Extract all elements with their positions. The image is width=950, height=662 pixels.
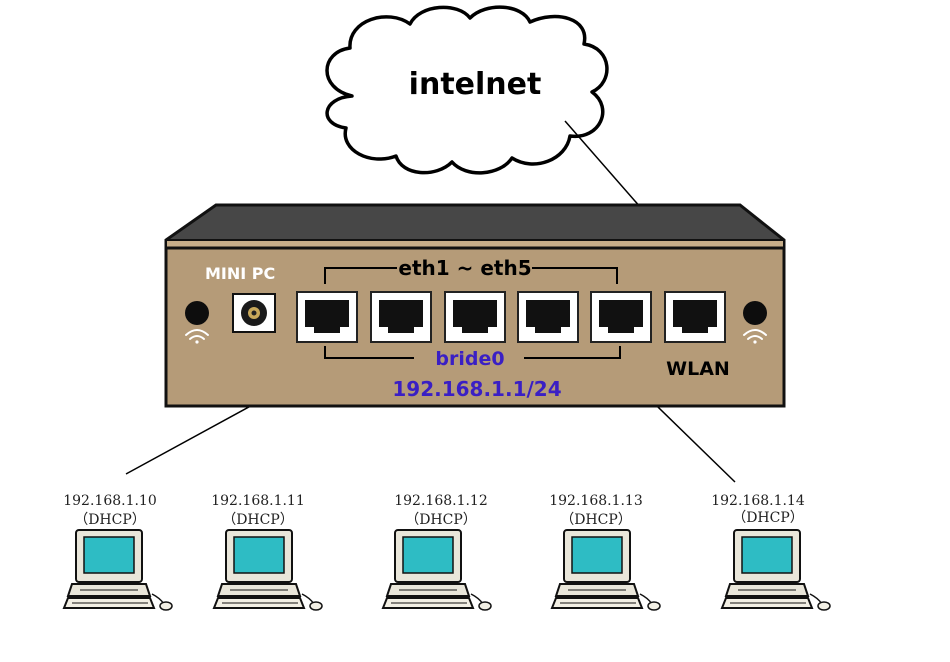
computer-icon xyxy=(381,529,492,611)
wan-label: WLAN xyxy=(666,358,730,380)
client-pc-5: 192.168.1.14 （DHCP） xyxy=(711,493,831,611)
wifi-icon xyxy=(185,329,209,344)
port-eth2 xyxy=(370,291,432,343)
bridge-label: bride0 xyxy=(435,348,504,370)
bridge-bracket xyxy=(324,346,621,359)
right-antenna-jack xyxy=(743,301,767,325)
brand-label: MINI PC xyxy=(205,264,275,283)
computer-icon xyxy=(550,529,661,611)
mini-pc-device: MINI PC eth1 ~ eth5 xyxy=(164,203,786,408)
client-pc-1: 192.168.1.10 （DHCP） xyxy=(62,493,173,611)
client-mode: （DHCP） xyxy=(560,512,632,528)
client-ip: 192.168.1.13 xyxy=(549,493,643,509)
bridge-ip: 192.168.1.1/24 xyxy=(392,377,561,401)
client-mode: （DHCP） xyxy=(732,510,804,526)
computer-icon xyxy=(62,529,173,611)
power-jack xyxy=(232,293,276,333)
left-antenna-jack xyxy=(185,301,209,325)
client-ip: 192.168.1.12 xyxy=(394,493,488,509)
client-pc-2: 192.168.1.11 （DHCP） xyxy=(211,493,323,611)
client-ip: 192.168.1.10 xyxy=(63,493,157,509)
port-eth4 xyxy=(517,291,579,343)
client-pc-3: 192.168.1.12 （DHCP） xyxy=(381,493,492,611)
client-mode: （DHCP） xyxy=(74,512,146,528)
port-eth3 xyxy=(444,291,506,343)
eth-group-label: eth1 ~ eth5 xyxy=(398,256,531,280)
client-ip: 192.168.1.11 xyxy=(211,493,305,509)
client-mode: （DHCP） xyxy=(405,512,477,528)
client-pc-4: 192.168.1.13 （DHCP） xyxy=(549,493,661,611)
port-wan xyxy=(664,291,726,343)
port-eth5 xyxy=(590,291,652,343)
computer-icon xyxy=(212,529,323,611)
client-ip: 192.168.1.14 xyxy=(711,493,805,509)
cloud-label: intelnet xyxy=(409,67,542,102)
internet-cloud: intelnet xyxy=(325,5,609,175)
wifi-icon xyxy=(743,329,767,344)
eth-group-bracket-top xyxy=(324,267,618,284)
computer-icon xyxy=(720,529,831,611)
client-mode: （DHCP） xyxy=(222,512,294,528)
port-eth1 xyxy=(296,291,358,343)
